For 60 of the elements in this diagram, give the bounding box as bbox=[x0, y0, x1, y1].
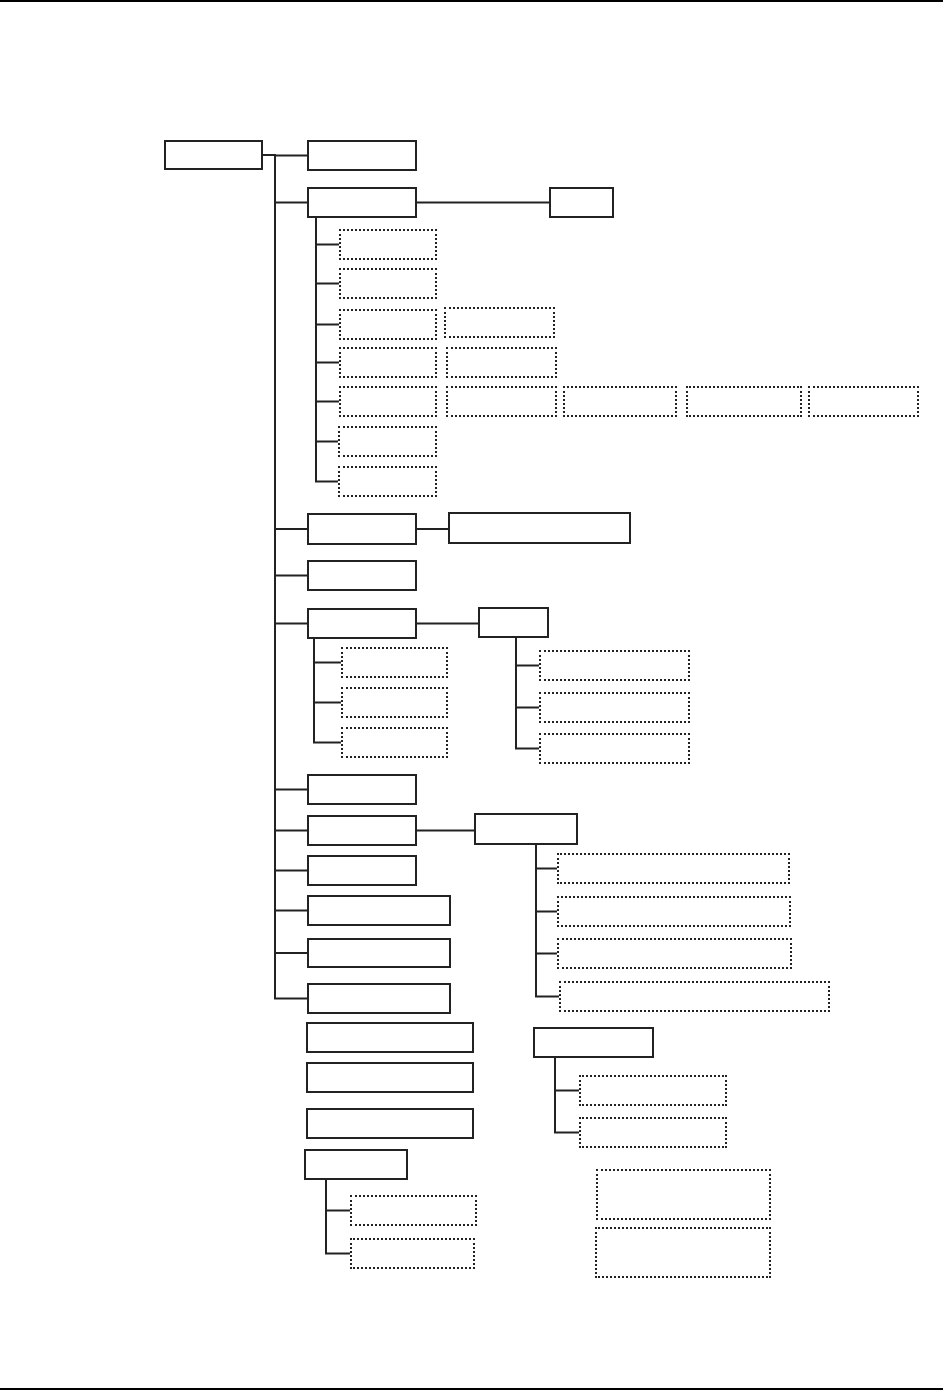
connector-line bbox=[315, 217, 339, 483]
connector-line bbox=[416, 201, 550, 204]
empty-box bbox=[306, 1062, 474, 1093]
connector-line bbox=[416, 528, 449, 530]
empty-box bbox=[307, 815, 417, 846]
empty-box bbox=[306, 1022, 474, 1053]
dotted-empty-box bbox=[341, 687, 448, 718]
dotted-empty-box bbox=[338, 466, 437, 497]
dotted-empty-box bbox=[339, 309, 437, 340]
dotted-empty-box bbox=[596, 1169, 771, 1220]
empty-box bbox=[306, 1108, 474, 1139]
empty-box bbox=[307, 855, 417, 886]
dotted-empty-box bbox=[539, 650, 690, 681]
dotted-empty-box bbox=[539, 733, 690, 764]
dotted-empty-box bbox=[338, 426, 437, 457]
dotted-empty-box bbox=[341, 647, 448, 678]
dotted-empty-box bbox=[341, 727, 448, 758]
empty-box bbox=[307, 983, 451, 1014]
empty-box bbox=[474, 813, 578, 845]
empty-box bbox=[307, 560, 417, 591]
empty-box bbox=[307, 895, 451, 926]
empty-box bbox=[307, 140, 417, 171]
dotted-empty-box bbox=[579, 1117, 727, 1148]
dotted-empty-box bbox=[350, 1195, 477, 1226]
empty-box bbox=[478, 607, 549, 638]
dotted-empty-box bbox=[446, 347, 557, 378]
dotted-empty-box bbox=[539, 692, 690, 723]
dotted-empty-box bbox=[579, 1075, 727, 1106]
dotted-empty-box bbox=[557, 896, 791, 927]
connector-line bbox=[535, 844, 560, 998]
dotted-empty-box bbox=[563, 386, 677, 417]
dotted-empty-box bbox=[557, 853, 790, 884]
empty-box bbox=[307, 774, 417, 805]
empty-box bbox=[549, 187, 614, 218]
empty-box bbox=[307, 513, 417, 545]
connector-line bbox=[554, 1057, 580, 1134]
dotted-empty-box bbox=[339, 268, 437, 299]
empty-box bbox=[533, 1027, 654, 1058]
empty-box bbox=[307, 938, 451, 968]
dotted-empty-box bbox=[559, 981, 830, 1012]
empty-box bbox=[164, 140, 263, 170]
empty-box bbox=[448, 512, 631, 544]
empty-box bbox=[307, 187, 417, 218]
connector-line bbox=[416, 829, 475, 832]
dotted-empty-box bbox=[446, 386, 557, 417]
empty-box bbox=[304, 1149, 408, 1180]
dotted-empty-box bbox=[350, 1238, 475, 1269]
dotted-empty-box bbox=[339, 229, 437, 260]
connector-line bbox=[325, 1179, 351, 1255]
dotted-empty-box bbox=[595, 1227, 771, 1278]
dotted-empty-box bbox=[557, 938, 792, 969]
dotted-empty-box bbox=[686, 386, 802, 417]
connector-line bbox=[416, 622, 479, 625]
connector-line bbox=[313, 638, 342, 744]
dotted-empty-box bbox=[444, 307, 555, 338]
dotted-empty-box bbox=[808, 386, 919, 417]
dotted-empty-box bbox=[339, 386, 437, 417]
dotted-empty-box bbox=[339, 347, 437, 378]
connector-line bbox=[515, 637, 540, 750]
empty-box bbox=[307, 608, 417, 639]
